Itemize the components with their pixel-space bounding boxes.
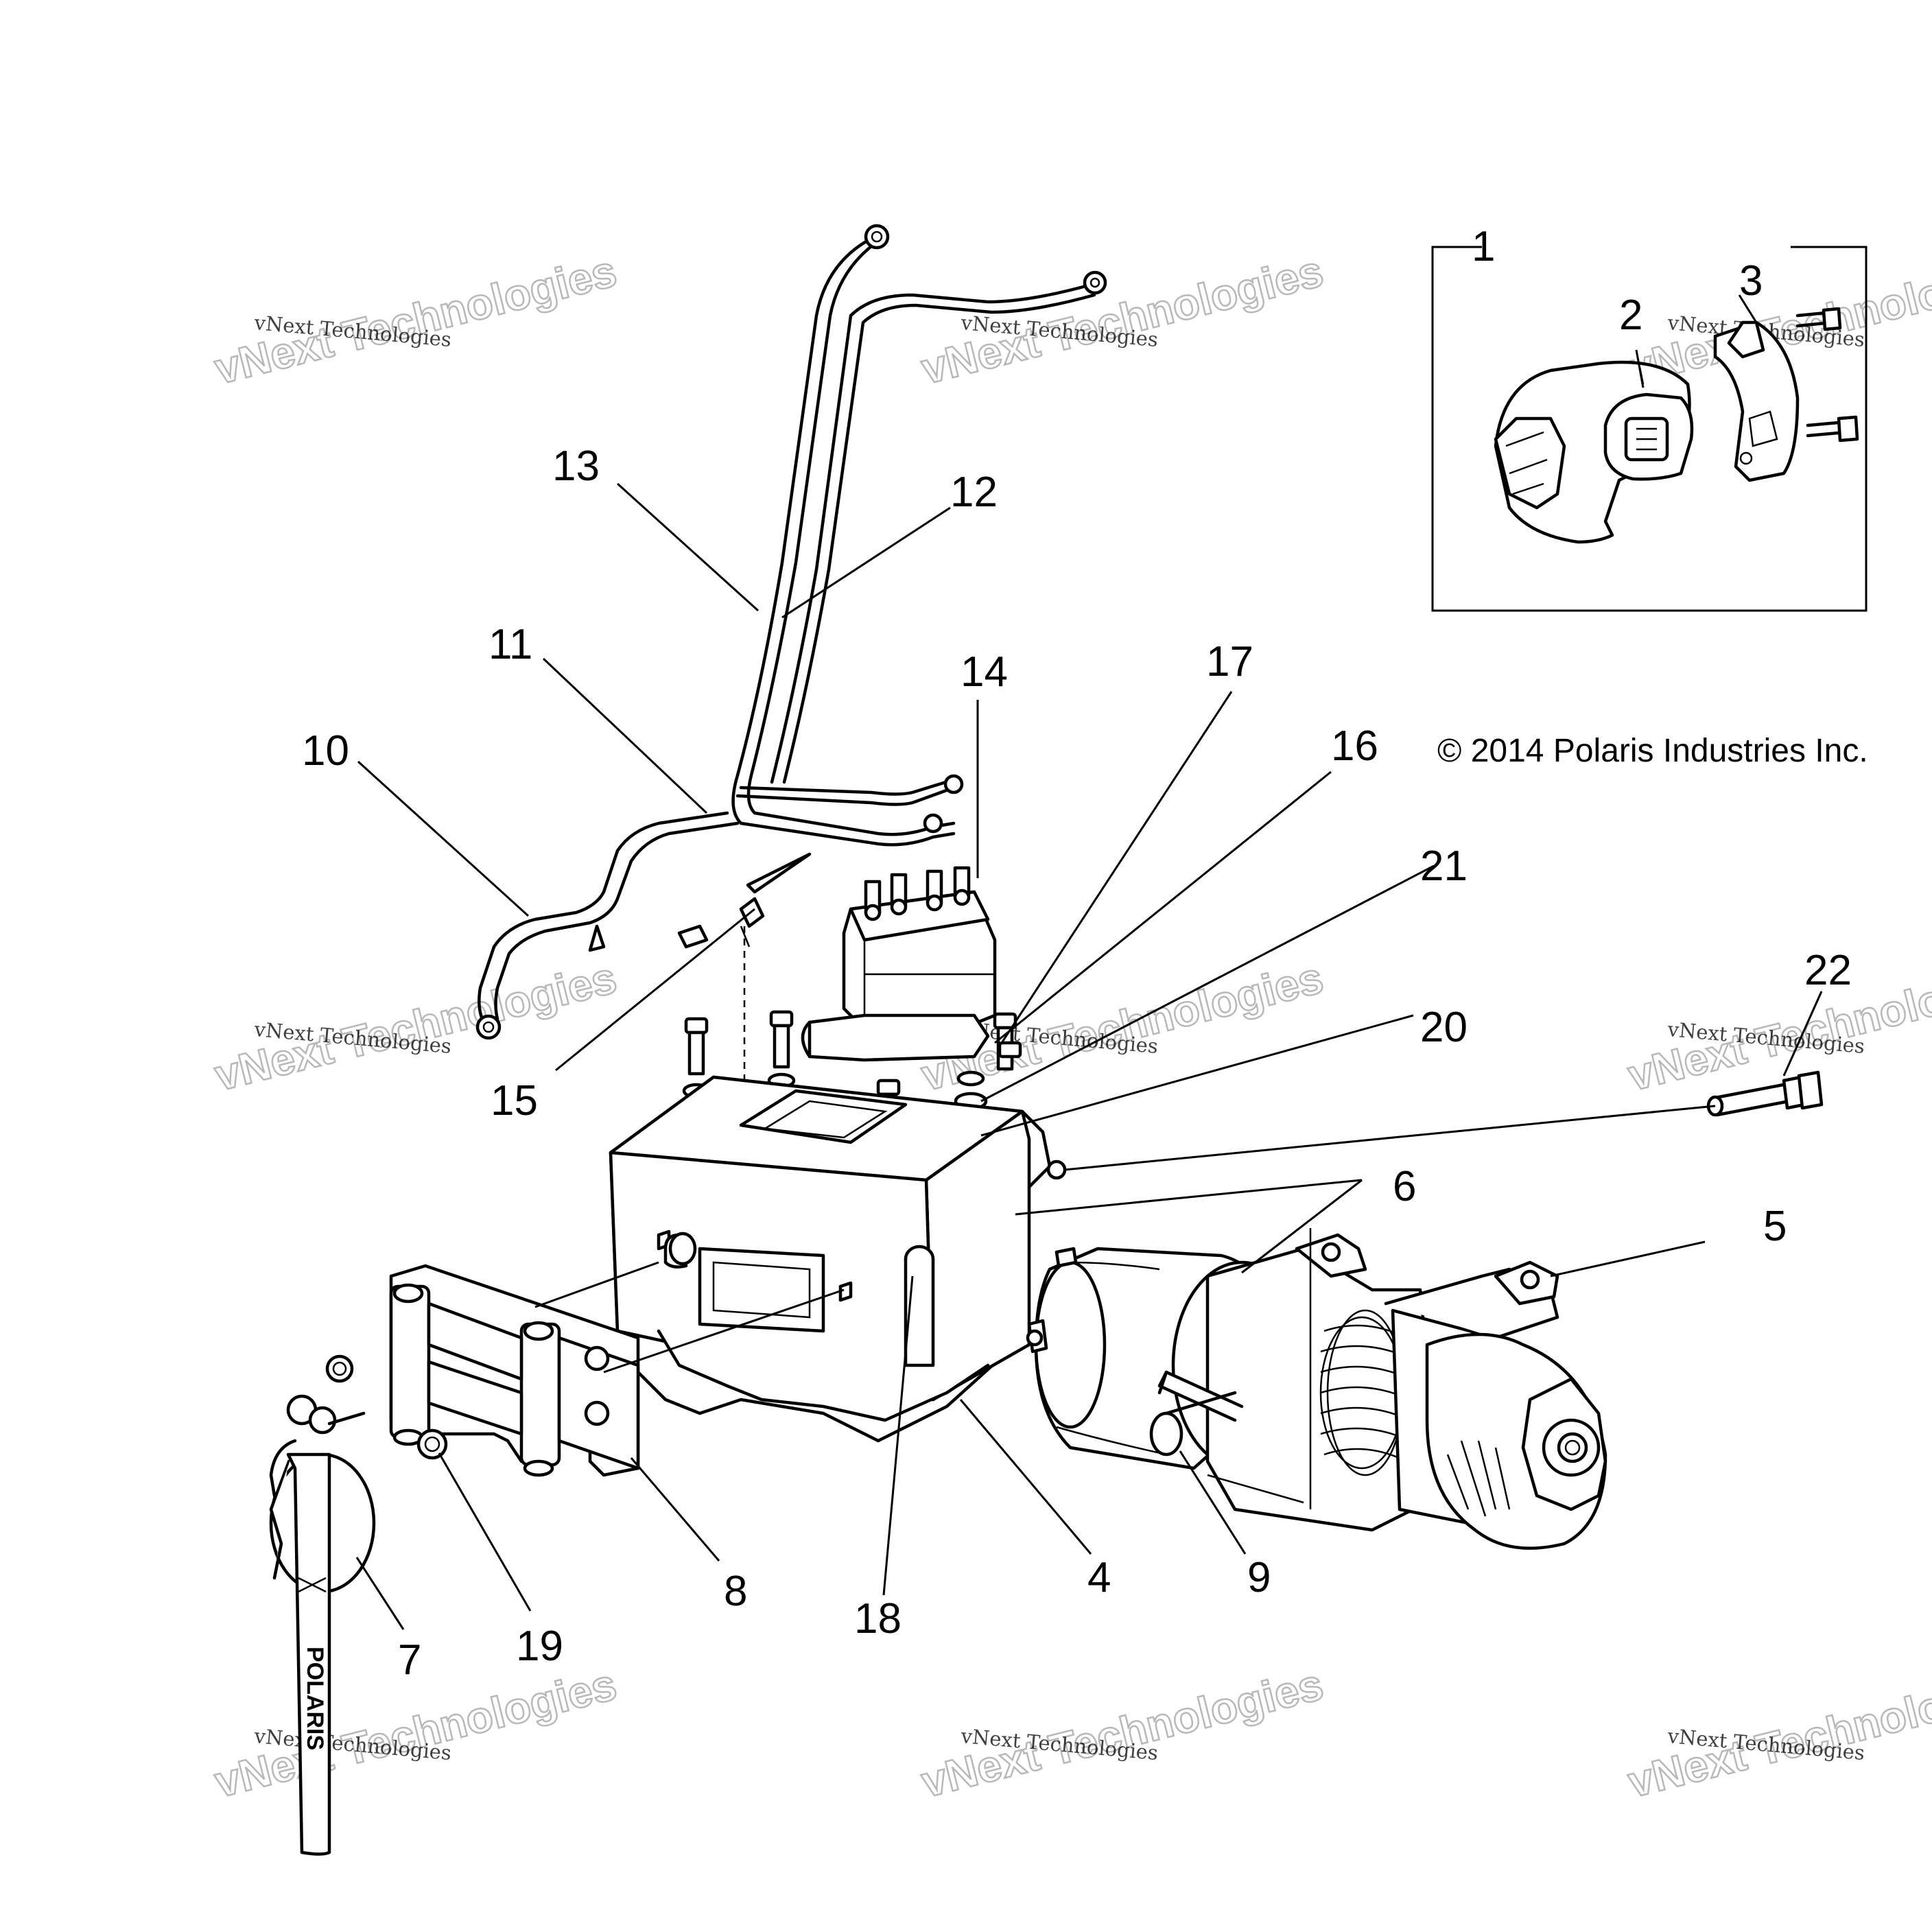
remote-plug-assembly — [1494, 307, 1859, 544]
callout-5: 5 — [1763, 1203, 1787, 1250]
callout-15: 15 — [491, 1077, 538, 1124]
callout-4: 4 — [1087, 1554, 1111, 1601]
leader-lines — [355, 294, 1823, 1630]
callout-11: 11 — [488, 621, 532, 668]
cable-tie — [677, 852, 812, 1098]
watermark-top-left: vNext Technologies vNext Technologies — [209, 245, 622, 394]
contactor-terminals — [864, 866, 971, 921]
contactor — [801, 866, 997, 1062]
watermark-bottom-right: vNext Technologies vNext Technologies — [1623, 1658, 1932, 1807]
callout-9: 9 — [1247, 1554, 1271, 1601]
callout-10: 10 — [302, 727, 349, 775]
long-bolt — [1706, 1070, 1824, 1117]
callout-2: 2 — [1619, 292, 1642, 339]
callout-6: 6 — [1393, 1163, 1416, 1210]
inset-box — [1431, 246, 1868, 612]
callout-21: 21 — [1420, 843, 1468, 890]
watermark-middle-right: vNext Technologies vNext Technologies — [1623, 952, 1932, 1100]
strap-brand-label: POLARIS — [302, 1647, 328, 1750]
copyright-text: © 2014 Polaris Industries Inc. — [1437, 733, 1868, 769]
callout-19: 19 — [516, 1623, 563, 1670]
callout-1: 1 — [1472, 223, 1495, 270]
battery-cables — [475, 224, 1107, 1040]
winch-hook-strap: POLARIS — [269, 1394, 376, 1856]
callout-14: 14 — [961, 648, 1008, 696]
callout-labels: 1 2 3 5 6 4 9 8 18 7 19 10 11 12 13 14 1… — [302, 223, 1852, 1684]
winch-assembly — [1026, 1228, 1607, 1550]
watermark-middle-left: vNext Technologies vNext Technologies — [209, 952, 622, 1100]
callout-16: 16 — [1331, 722, 1378, 770]
callout-7: 7 — [398, 1636, 421, 1684]
callout-20: 20 — [1420, 1004, 1468, 1051]
watermark-bottom-center: vNext Technologies vNext Technologies — [916, 1658, 1329, 1807]
callout-17: 17 — [1206, 638, 1253, 685]
winch-mount-bracket — [609, 1075, 1067, 1443]
callout-3: 3 — [1739, 257, 1763, 305]
watermark-top-center: vNext Technologies vNext Technologies — [916, 245, 1329, 394]
callout-12: 12 — [950, 469, 998, 516]
callout-18: 18 — [854, 1595, 902, 1642]
callout-22: 22 — [1804, 947, 1852, 994]
callout-13: 13 — [552, 443, 600, 490]
callout-8: 8 — [724, 1568, 747, 1615]
roller-fairlead — [325, 1264, 640, 1477]
